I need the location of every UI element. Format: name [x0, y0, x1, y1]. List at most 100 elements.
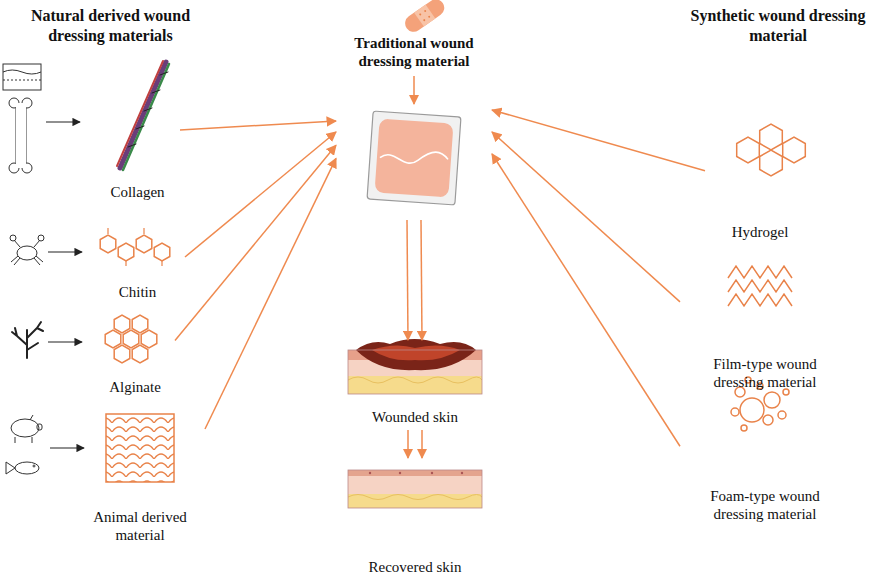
- node-label: Chitin: [119, 283, 157, 301]
- flow-arrow: [492, 154, 680, 446]
- chitin-structure: [136, 235, 152, 253]
- alginate-structure: [132, 315, 148, 333]
- crab-icon: [14, 240, 40, 247]
- collagen-fiber: [128, 72, 168, 147]
- dressing-node: Traditional wound dressing material: [336, 0, 492, 220]
- dressing-pad: [367, 111, 461, 205]
- arrow-line: [175, 145, 336, 340]
- chitin-links: [108, 228, 162, 266]
- wounded-skin-image: [348, 376, 482, 394]
- fish-icon: [6, 462, 15, 474]
- alginate-structure: [123, 330, 139, 348]
- bandage-icon: [402, 0, 448, 35]
- collagen-fiber: [117, 61, 163, 166]
- group-heading: Synthetic wound dressing material: [688, 6, 868, 46]
- flow-arrow: [408, 430, 422, 458]
- hydrogel-structure: [737, 137, 760, 163]
- arrow-line: [492, 154, 680, 446]
- skin-block-icon: [3, 70, 41, 74]
- bone-icon: [16, 103, 26, 168]
- recovered-skin-image: [461, 472, 463, 474]
- foam-icon: [741, 425, 747, 431]
- pig-icon: [11, 419, 39, 437]
- wounded-skin-image: [356, 339, 476, 370]
- bandage-icon: [423, 19, 426, 22]
- bone-icon: [9, 98, 32, 173]
- alginate-structure: [114, 315, 130, 333]
- recovered-skin-image: [399, 472, 401, 474]
- node-label: Recovered skin: [369, 558, 462, 576]
- arrow-line: [180, 121, 336, 130]
- skin-block-icon: [3, 64, 41, 90]
- group-heading: Natural derived wound dressing materials: [8, 6, 213, 46]
- recovered-skin-image: [348, 470, 482, 508]
- material-node: Hydrogel: [705, 110, 815, 245]
- bandage-icon: [428, 15, 431, 18]
- node-label: Foam-type wound dressing material: [695, 487, 835, 523]
- recovered-skin-image: [348, 470, 482, 508]
- pig-icon: [15, 415, 33, 443]
- material-node: Collagen: [95, 55, 180, 205]
- flow-arrow: [205, 158, 336, 429]
- crab-icon: [10, 235, 44, 265]
- collagen-fiber: [120, 62, 166, 168]
- foam-icon: [731, 408, 739, 416]
- arrow-line: [492, 132, 680, 302]
- wounded-skin-image: [348, 377, 482, 383]
- node-label: Alginate: [109, 378, 161, 396]
- animal-material-icon: [106, 414, 174, 482]
- recovered-skin-image: [348, 494, 482, 508]
- source-arrow: [48, 341, 82, 342]
- foam-icon: [763, 415, 773, 425]
- source-arrow: [48, 251, 82, 252]
- material-node: Alginate: [95, 315, 175, 400]
- collagen-fiber: [123, 64, 169, 170]
- fish-icon: [6, 462, 39, 474]
- hydrogel-structure: [760, 124, 783, 150]
- arrow-line: [205, 158, 336, 429]
- film-icon: [728, 266, 792, 306]
- fish-icon: [15, 462, 39, 474]
- bandage-icon: [402, 0, 448, 35]
- seaweed-icon: [12, 322, 43, 358]
- flow-arrow: [407, 220, 422, 340]
- source-arrow: [46, 121, 80, 122]
- recovered-skin-image: [348, 495, 482, 500]
- node-label: Film-type wound dressing material: [695, 355, 835, 391]
- bandage-icon: [414, 5, 435, 27]
- arrow-line: [185, 132, 336, 257]
- arrow-line: [421, 220, 422, 340]
- arrow-line: [421, 430, 423, 458]
- material-node: Chitin: [90, 225, 185, 305]
- wounded-skin-image: [372, 345, 460, 360]
- dressing-pad: [367, 111, 461, 205]
- dressing-pad: [380, 148, 449, 166]
- wounded-skin-image: [348, 350, 482, 394]
- node-label: Hydrogel: [732, 223, 789, 241]
- alginate-structure: [105, 330, 121, 348]
- chitin-structure: [118, 243, 134, 261]
- dressing-pad: [375, 119, 454, 198]
- alginate-structure: [114, 345, 130, 363]
- alginate-structure: [141, 330, 157, 348]
- crab-icon: [17, 246, 37, 260]
- foam-icon: [740, 398, 764, 422]
- film-icon: [728, 280, 792, 292]
- recovered-skin-image: [369, 472, 371, 474]
- pig-icon: [11, 415, 42, 443]
- material-node: Foam-type wound dressing material: [680, 432, 850, 527]
- flow-arrow: [175, 145, 336, 340]
- crab-icon: [38, 235, 44, 241]
- recovered-skin-image: [431, 472, 433, 474]
- node-label: Collagen: [110, 183, 164, 201]
- animal-material-icon: [106, 414, 174, 482]
- arrow-line: [407, 430, 409, 458]
- node-label: Wounded skin: [372, 408, 458, 426]
- hydrogel-structure: [783, 137, 806, 163]
- bandage-icon: [424, 10, 427, 13]
- alginate-structure: [132, 345, 148, 363]
- skin-block-icon: [3, 64, 41, 90]
- crab-icon: [11, 256, 43, 265]
- node-label: Traditional wound dressing material: [339, 34, 489, 70]
